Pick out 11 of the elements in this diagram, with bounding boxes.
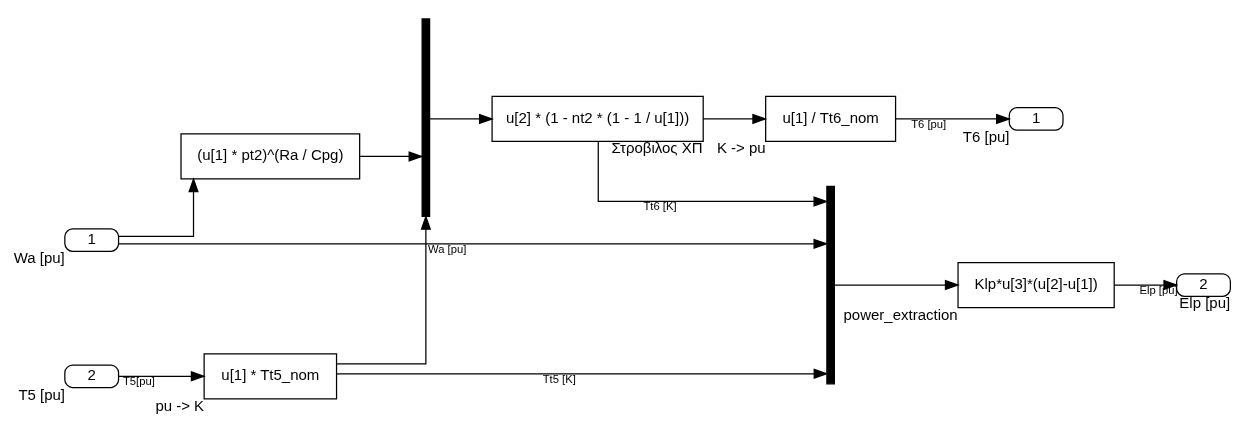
node-label: pu -> K <box>155 396 205 414</box>
edge-label: T5[pu] <box>122 374 155 387</box>
node-label: T6 [pu] <box>962 127 1010 145</box>
node-label: Wa [pu] <box>13 248 65 266</box>
node-label: power_extraction <box>843 305 958 323</box>
node-label: K -> pu <box>716 138 766 156</box>
edge-label: Tt5 [K] <box>542 372 576 385</box>
edge-label: T6 [pu] <box>911 117 947 130</box>
edge-label: Tt6 [K] <box>643 199 677 212</box>
edge-label: Wa [pu] <box>427 242 467 255</box>
node-label: T5 [pu] <box>18 385 66 403</box>
